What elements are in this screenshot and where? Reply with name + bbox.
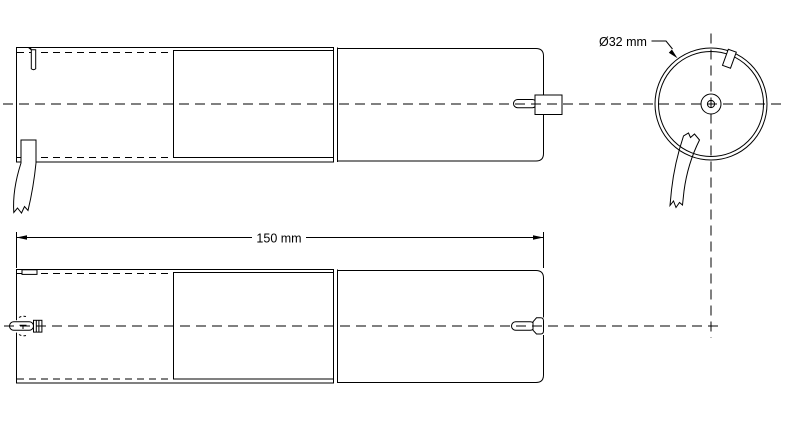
body-right-section-outline [337,48,544,162]
side-view-bottom [9,269,546,384]
leader-arrow [668,49,678,59]
side-view-top [13,47,563,214]
solder-tab-edge-on [21,269,38,275]
diameter-dimension-label: Ø32 mm [599,35,647,49]
dimension-arrow-right [533,235,544,240]
body-right-section-outline-bottom [337,270,544,383]
solder-strap-top-view [13,139,37,214]
bend-hint-arc-bottom [18,334,29,337]
dimension-arrow-left [16,235,27,240]
label-sleeve-outline [173,50,334,158]
solder-strap-end-view [669,132,701,209]
terminal-base-top-view [534,94,563,115]
centerlines [3,33,781,338]
body-left-section-outline [16,47,334,163]
length-dimension-label: 150 mm [256,232,301,246]
solder-tab-top [28,47,37,71]
length-dimension: 150 mm [16,232,544,268]
diameter-dimension: Ø32 mm [599,35,678,59]
leader-line [651,40,673,50]
solder-tab-end-view [721,48,737,69]
bend-hint-arc-top [18,315,29,318]
